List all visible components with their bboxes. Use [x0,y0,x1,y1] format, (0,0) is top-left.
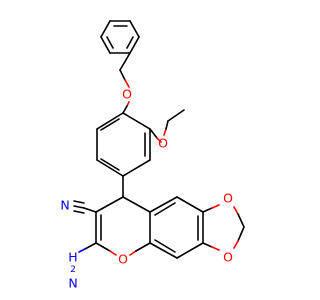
bond [96,159,124,177]
bond-red [233,240,239,249]
bond [129,36,140,54]
bond [237,226,245,242]
bond [237,213,245,228]
ch2-o-bond-red [124,79,130,88]
bond [149,242,178,259]
c-nh2-bond [84,242,97,250]
bond [100,20,111,38]
bond [96,112,124,130]
ethyl-bond [167,109,185,122]
c-nh2-bond-blue [78,248,86,253]
amine-n-label: N [68,276,77,291]
dioxole-oxygen-upper-label: O [223,191,233,206]
double-bond [154,202,176,216]
double-bond [100,158,120,171]
bond [176,196,204,213]
pyran-ring [95,196,151,256]
aryl-ring [96,112,151,177]
molecule-canvas: O O N O O O H 2 N [60,20,245,291]
benzo-ring [149,196,204,259]
bond [95,242,111,252]
double-bond [100,118,120,131]
ch2-o-bond [119,69,126,81]
o-aryl-bond [122,105,128,114]
double-bond [126,36,134,49]
nitrile-bond [73,210,85,214]
bond [129,20,140,38]
o-ethyl-bond [165,120,169,130]
bond [100,36,111,54]
bond-red [109,250,117,256]
double-bond [106,36,114,49]
nitrile-nitrogen-label: N [60,198,69,213]
dioxole-ring [202,204,245,251]
bond [176,242,204,259]
o-ethyl-bond-red [163,128,167,136]
aryl-o-bond-red [156,137,162,143]
nitrile-bond [73,200,85,204]
bond [149,196,178,213]
bond [202,242,213,248]
bond [122,196,151,213]
bond-red [129,250,137,256]
bond [202,207,213,213]
pyran-oxygen-label: O [118,252,128,267]
aryl-o-bond [149,128,158,139]
nitrile-bond [73,205,85,209]
structure-diagram: O O N O O O H 2 N [60,20,245,291]
bond-red [211,246,220,251]
amine-h-label: H [68,250,77,265]
bond [95,196,124,213]
c-cn-bond [83,207,97,213]
bond-red [211,204,220,209]
double-bond [154,239,176,253]
ether-oxygen-label: O [122,87,132,102]
bond-red [233,206,239,215]
dioxole-oxygen-lower-label: O [223,250,233,265]
benzyl-ch2-bond [119,52,131,71]
amine-label: H 2 N [68,250,77,291]
amine-subscript-label: 2 [70,265,76,275]
bond [122,112,151,130]
benzyl-ring [100,20,140,54]
ethoxy-oxygen-label: O [158,136,168,151]
bond [135,242,151,252]
bond [122,159,151,177]
